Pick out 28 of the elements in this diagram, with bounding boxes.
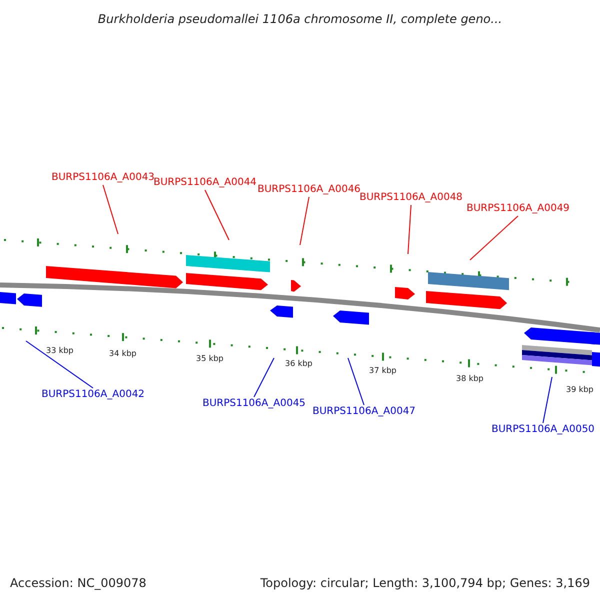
- gene-label: BURPS1106A_A0043: [51, 171, 155, 185]
- gene-label: BURPS1106A_A0045: [202, 397, 306, 411]
- gene-label: BURPS1106A_A0047: [312, 405, 416, 419]
- scale-label: 33 kbp: [46, 345, 74, 357]
- leader-line: [102, 184, 118, 234]
- gene-label: BURPS1106A_A0044: [153, 176, 257, 190]
- leader-line: [408, 204, 412, 254]
- leader-line: [26, 340, 94, 388]
- gene-label: BURPS1106A_A0050: [491, 423, 595, 437]
- leader-line: [542, 376, 552, 424]
- leader-line: [204, 190, 230, 240]
- gene-label: BURPS1106A_A0046: [257, 183, 361, 197]
- info-text: Accession: NC_009078: [10, 575, 146, 592]
- info-text: Topology: circular; Length: 3,100,794 bp; Genes: 3,169: [260, 575, 590, 592]
- scale-label: 38 kbp: [456, 373, 484, 385]
- chart-title: Burkholderia pseudomallei 1106a chromosome II, complete geno...: [96, 11, 504, 28]
- leader-line: [300, 196, 310, 246]
- gene-label: BURPS1106A_A0042: [41, 388, 145, 402]
- scale-label: 37 kbp: [369, 365, 397, 377]
- scale-label: 36 kbp: [285, 358, 313, 370]
- scale-label: 39 kbp: [566, 384, 594, 396]
- scale-label: 34 kbp: [109, 348, 137, 360]
- leader-line: [348, 358, 364, 406]
- scale-label: 35 kbp: [196, 353, 224, 365]
- leader-line: [470, 216, 518, 260]
- gene-label: BURPS1106A_A0048: [359, 191, 463, 205]
- leader-line: [254, 358, 274, 398]
- gene-label: BURPS1106A_A0049: [466, 202, 570, 216]
